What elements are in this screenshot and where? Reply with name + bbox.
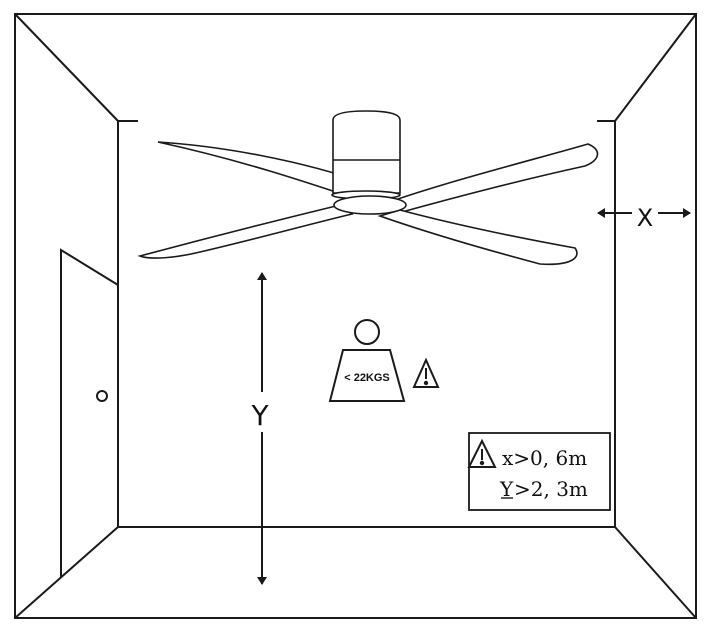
weight-icon: < 22KGS — [328, 319, 406, 402]
back-wall — [117, 121, 616, 528]
door-knob-icon — [96, 390, 108, 402]
weight-limit-label: < 22KGS — [344, 372, 390, 384]
fan-blade-back-right — [393, 143, 599, 213]
clearance-requirements-box: x>0, 6m Y >2, 3m — [467, 432, 611, 511]
y-letter: Y — [499, 477, 514, 501]
door — [60, 248, 119, 577]
x-clearance-rule: x>0, 6m — [502, 446, 587, 470]
fan-blade-front-left — [137, 204, 354, 259]
y-height-indicator: Y — [246, 272, 278, 585]
room-walls — [14, 13, 697, 619]
warning-triangle-icon — [467, 438, 497, 468]
ceiling-fan — [137, 110, 599, 266]
fan-motor-housing — [332, 110, 401, 194]
y-clearance-rule: >2, 3m — [514, 477, 588, 501]
outer-frame — [14, 13, 697, 619]
floor-edge-right — [614, 526, 697, 619]
x-gap-label: X — [637, 204, 653, 232]
warning-triangle-icon — [412, 357, 440, 388]
floor-edge-left — [14, 526, 119, 619]
fan-blade-front-right — [377, 209, 578, 266]
x-gap-indicator: X — [597, 198, 691, 232]
fan-hub — [333, 195, 407, 215]
ceiling-edge-left — [14, 13, 119, 122]
ceiling-edge-right — [614, 13, 697, 122]
y-height-label: Y — [250, 399, 269, 432]
